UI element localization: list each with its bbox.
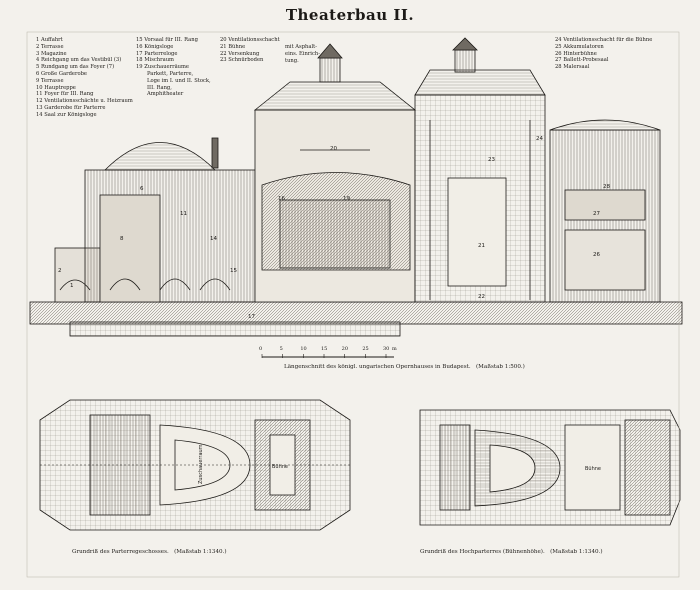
scale-tick-label: 25 <box>362 346 369 352</box>
legend-entry: 10 Hauptreppe <box>36 84 76 91</box>
scale-tick-label: 20 <box>341 346 349 352</box>
page-title: Theaterbau II. <box>285 6 415 24</box>
legend-entry: 5 Rundgang um das Foyer (7) <box>36 64 115 71</box>
caption-plan-right-scale: (Maßstab 1:1340.) <box>550 549 603 555</box>
section-number: 2 <box>58 268 62 274</box>
section-number: 26 <box>593 252 600 258</box>
caption-plan-right-text: Grundriß des Hochparterres (Bühnenhöhe). <box>420 549 545 555</box>
section-number: 17 <box>248 314 255 320</box>
scale-tick-label: 15 <box>321 346 328 352</box>
scale-tick-label: 0 <box>259 346 263 352</box>
legend-entry: 15 Vorsaal für III. Rang <box>136 37 198 43</box>
section-number: 20 <box>330 146 337 152</box>
legend-entry: Amphitheater <box>147 91 184 98</box>
scale-bar <box>261 354 394 358</box>
section-number: 22 <box>478 294 485 300</box>
longitudinal-section <box>29 37 683 337</box>
legend-entry: 12 Ventilationsschächte u. Heizraum <box>36 98 133 105</box>
scale-tick-label: 30 <box>383 346 390 352</box>
section-number: 23 <box>488 157 495 163</box>
scale-unit: m <box>392 346 397 352</box>
floor-plan-right <box>419 409 681 526</box>
section-numbers: 1 2 6 8 11 14 15 16 17 19 20 21 22 23 24… <box>58 136 610 320</box>
plan-left-label-auditorium: Zuschauerraum <box>198 444 204 484</box>
legend-entry: 17 Parterreloge <box>136 50 178 57</box>
legend-entry: 25 Akkumulatoren <box>555 43 604 50</box>
floor-plan-left <box>39 399 351 531</box>
section-number: 28 <box>603 184 610 190</box>
section-number: 6 <box>140 186 144 192</box>
legend-entry: 27 Ballett-Probesaal <box>555 57 609 64</box>
caption-plan-left-text: Grundriß des Parterregeschosses. <box>72 549 169 555</box>
legend-entry: 6 Große Garderobe <box>36 70 87 77</box>
legend-entry: 2 Terrasse <box>36 43 64 50</box>
brace-note-line: eins. Einrich- <box>285 50 320 57</box>
legend-entry: 3 Magazine <box>36 50 67 57</box>
section-number: 1 <box>70 283 74 289</box>
legend-entry: 1 Auffahrt <box>36 37 63 43</box>
legend-entry: 18 Mischraum <box>136 57 174 64</box>
legend-entry: 19 Zuschauerräume <box>136 64 189 71</box>
caption-section: Längenschnitt des königl. ungarischen Op… <box>284 364 525 370</box>
legend-entry: 26 Hinterbühne <box>555 50 597 57</box>
caption-plan-left: Grundriß des Parterregeschosses. (Maßsta… <box>72 549 227 555</box>
section-number: 15 <box>230 268 237 274</box>
legend-entry: 21 Bühne <box>220 43 246 50</box>
legend-entry: 23 Schnürboden <box>220 57 264 64</box>
scale-tick-label: 5 <box>279 346 283 352</box>
brace-note-line: tung. <box>285 57 299 64</box>
legend-entry: III. Rang, <box>147 84 172 91</box>
plan-right-label-stage: Bühne <box>585 466 601 472</box>
section-number: 27 <box>593 211 600 217</box>
section-number: 11 <box>180 211 187 217</box>
legend-entry: 13 Garderobe für Parterre <box>36 104 106 111</box>
section-number: 16 <box>278 196 285 202</box>
section-number: 8 <box>120 236 124 242</box>
legend-entry: Parkett, Parterre, <box>147 70 194 77</box>
legend-entry: 20 Ventilationsschacht <box>220 37 280 43</box>
legend-entry: 4 Reichgang um das Vestibül (3) <box>36 57 122 64</box>
legend-entry: 9 Terrasse <box>36 77 64 84</box>
caption-section-scale: (Maßstab 1:500.) <box>475 364 525 370</box>
plan-left-label-stage: Bühne <box>272 464 288 470</box>
section-number: 19 <box>343 196 350 202</box>
frame-border <box>26 31 680 578</box>
legend-entry: 16 Königsloge <box>136 43 174 50</box>
legend-entry: 11 Foyer für III. Rang <box>36 91 94 98</box>
legend-entry: 22 Versenkung <box>220 50 260 57</box>
section-number: 14 <box>210 236 217 242</box>
legend-brace-note: mit Asphalt-eins. Einrich-tung. <box>285 44 320 64</box>
caption-plan-left-scale: (Maßstab 1:1340.) <box>174 549 227 555</box>
brace-note-line: mit Asphalt- <box>285 44 317 50</box>
caption-plan-right: Grundriß des Hochparterres (Bühnenhöhe).… <box>420 549 603 555</box>
scale-tick-label: 10 <box>300 346 307 352</box>
section-number: 21 <box>478 243 485 249</box>
legend-entry: 24 Ventilationsschacht für die Bühne <box>555 37 653 43</box>
legend-entry: Loge im I. und II. Stock, <box>147 77 211 84</box>
section-number: 24 <box>536 136 543 142</box>
caption-section-text: Längenschnitt des königl. ungarischen Op… <box>284 364 471 370</box>
legend-entry: 28 Malersaal <box>555 64 590 71</box>
legend-entry: 14 Saal zur Königsloge <box>36 111 97 118</box>
